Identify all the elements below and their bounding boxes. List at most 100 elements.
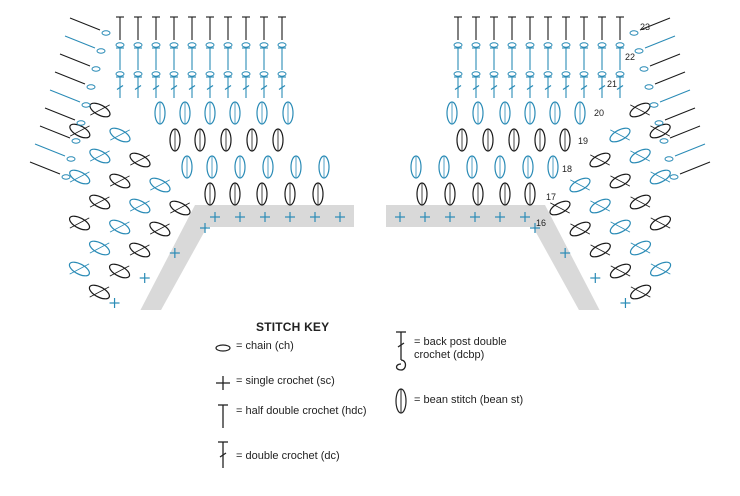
stitch-post-mark: [152, 85, 160, 90]
row-number-16: 16: [536, 218, 546, 228]
bean-stitch-mark: [650, 261, 672, 277]
chain-mark: [277, 71, 287, 77]
bean-stitch-mark: [649, 215, 672, 231]
bean-stitch-icon: [395, 388, 407, 414]
stitch-key-title: STITCH KEY: [256, 320, 330, 334]
bean-stitch-mark: [569, 221, 591, 237]
bean-stitch-mark: [149, 177, 171, 193]
bean-stitch-mark: [630, 104, 650, 116]
chain-mark: [597, 71, 607, 77]
row-number-22: 22: [625, 52, 635, 62]
fan-stitch-mark: [54, 71, 86, 85]
bean-stitch-mark: [610, 129, 630, 141]
stitch-post-mark: [260, 85, 268, 90]
fan-stitch-mark: [654, 71, 686, 85]
chain-mark: [115, 71, 125, 77]
bean-stitch-mark: [129, 200, 150, 212]
bean-stitch-mark: [69, 263, 90, 275]
key-item-half-double-crochet: = half double crochet (hdc): [210, 399, 367, 431]
chain-mark: [669, 174, 679, 180]
chain-mark: [615, 42, 625, 48]
foundation-band-left: [140, 205, 354, 310]
chain-mark: [241, 71, 251, 77]
chain-mark: [615, 71, 625, 77]
chain-mark: [61, 174, 71, 180]
bean-stitch-mark: [88, 284, 110, 300]
stitch-post-mark: [508, 85, 516, 90]
chain-mark: [543, 71, 553, 77]
chain-mark: [453, 42, 463, 48]
bean-stitch-mark: [109, 221, 130, 233]
chain-mark: [659, 138, 669, 144]
chain-mark: [629, 30, 639, 36]
stitch-post-mark: [472, 85, 480, 90]
key-label-chain: = chain (ch): [236, 340, 294, 352]
stitch-post-mark: [616, 85, 624, 90]
fan-stitch-mark: [49, 89, 81, 103]
bean-stitch-mark: [590, 154, 610, 166]
chain-mark: [133, 42, 143, 48]
chain-mark: [115, 42, 125, 48]
chain-mark: [169, 42, 179, 48]
bean-stitch-mark: [630, 242, 651, 254]
key-item-double-crochet: = double crochet (dc): [210, 440, 340, 470]
bean-stitch-mark: [570, 223, 591, 235]
fan-stitch-mark: [64, 35, 96, 49]
stitch-post-mark: [278, 85, 286, 90]
stitch-post-mark: [206, 85, 214, 90]
single-crochet-icon: [216, 376, 230, 390]
bean-stitch-mark: [129, 244, 150, 256]
key-label-back-post-double-crochet: = back post double crochet (dcbp): [414, 336, 507, 361]
chain-mark: [101, 30, 111, 36]
bean-stitch-mark: [589, 198, 611, 214]
stitch-post-mark: [188, 85, 196, 90]
bean-stitch-mark: [90, 104, 110, 116]
fan-stitch-mark: [659, 89, 691, 103]
bean-stitch-mark: [590, 244, 611, 256]
chain-mark: [259, 71, 269, 77]
chain-mark: [649, 102, 659, 108]
bean-stitch-mark: [650, 217, 671, 229]
bean-stitch-mark: [629, 194, 651, 210]
bean-stitch-mark: [129, 198, 151, 214]
bean-stitch-mark: [89, 286, 110, 298]
bean-stitch-mark: [149, 221, 171, 237]
fan-stitch-mark: [664, 107, 696, 121]
double-crochet-icon: [218, 441, 228, 468]
key-label-half-double-crochet: = half double crochet (hdc): [236, 405, 367, 417]
chain-mark: [453, 71, 463, 77]
key-label-single-crochet: = single crochet (sc): [236, 375, 335, 387]
stitch-post-mark: [598, 85, 606, 90]
chain-mark: [471, 42, 481, 48]
bean-stitch-mark: [109, 265, 130, 277]
bean-stitch-mark: [650, 263, 671, 275]
chain-mark: [76, 120, 86, 126]
stitch-post-mark: [544, 85, 552, 90]
chain-mark: [96, 48, 106, 54]
bean-stitch-mark: [610, 175, 631, 187]
chain-mark: [86, 84, 96, 90]
chain-icon: [215, 344, 231, 352]
bean-stitch-mark: [150, 179, 170, 191]
bean-stitch-mark: [629, 148, 651, 164]
bean-stitch-mark: [129, 152, 151, 168]
bean-stitch-mark: [589, 152, 611, 168]
row-number-23: 23: [640, 22, 650, 32]
bean-stitch-mark: [89, 194, 111, 210]
bean-stitch-mark: [89, 148, 111, 164]
half-double-crochet-icon: [218, 404, 228, 428]
bean-stitch-mark: [589, 242, 611, 258]
bean-stitch-mark: [69, 217, 90, 229]
chain-mark: [654, 120, 664, 126]
chain-mark: [151, 71, 161, 77]
fan-stitch-mark: [639, 17, 671, 31]
bean-stitch-mark: [89, 242, 110, 254]
bean-stitch-mark: [630, 150, 651, 162]
row-number-17: 17: [546, 192, 556, 202]
chain-mark: [91, 66, 101, 72]
stitch-post-mark: [170, 85, 178, 90]
stitch-post-mark: [134, 85, 142, 90]
bean-stitch-mark: [109, 175, 130, 187]
bean-stitch-mark: [129, 242, 151, 258]
